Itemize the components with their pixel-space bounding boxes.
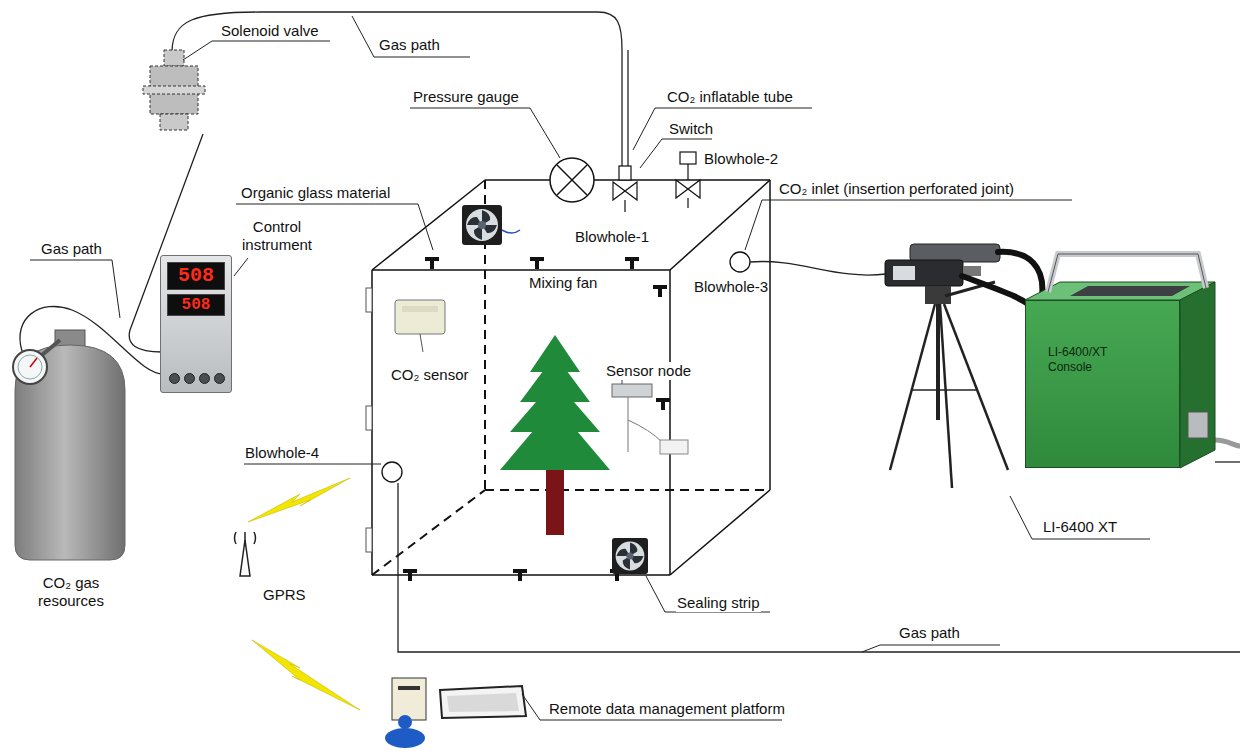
part-label: Mixing fan bbox=[528, 274, 598, 292]
part-label: Pressure gauge bbox=[412, 88, 520, 106]
part-label: Blowhole-3 bbox=[693, 278, 769, 296]
panel-button bbox=[184, 373, 195, 384]
part-label: LI-6400 XT bbox=[1042, 518, 1118, 536]
gas-path-line bbox=[20, 12, 1240, 652]
part-label: Blowhole-4 bbox=[244, 444, 320, 462]
part-label: Gas path bbox=[40, 240, 103, 258]
hinge bbox=[366, 288, 372, 552]
sample-tube bbox=[750, 262, 886, 276]
switch-valve bbox=[613, 166, 637, 212]
gprs-antenna bbox=[235, 532, 256, 576]
sensor-node bbox=[612, 372, 688, 454]
part-label: Gas path bbox=[898, 624, 961, 642]
device-label: LI-6400/XT Console bbox=[1048, 345, 1130, 375]
tree bbox=[500, 335, 610, 535]
blowhole-valve bbox=[676, 152, 700, 208]
leader-line bbox=[30, 16, 1150, 720]
console-face: LI-6400/XT Console bbox=[1025, 300, 1180, 468]
solenoid-valve bbox=[143, 50, 205, 130]
part-label: Blowhole-2 bbox=[703, 150, 779, 168]
part-label: Control instrument bbox=[236, 218, 318, 254]
gas-cylinder bbox=[13, 330, 125, 560]
li6400-sensor-head bbox=[885, 244, 1000, 304]
control-instrument-panel: 508508 bbox=[160, 255, 232, 393]
part-label: CO₂ sensor bbox=[390, 366, 470, 384]
tripod bbox=[890, 304, 1008, 488]
computer bbox=[385, 678, 526, 748]
part-label: Gas path bbox=[378, 36, 441, 54]
pressure-gauge bbox=[550, 158, 594, 202]
display-readout: 508 bbox=[167, 294, 225, 316]
part-label: CO₂ gas resources bbox=[22, 574, 120, 610]
part-label: GPRS bbox=[262, 586, 307, 604]
panel-button bbox=[199, 373, 210, 384]
part-label: CO₂ inflatable tube bbox=[666, 88, 794, 106]
co2-sensor bbox=[395, 300, 445, 352]
display-readout: 508 bbox=[167, 262, 225, 290]
part-label: Blowhole-1 bbox=[574, 228, 650, 246]
part-label: CO₂ inlet (insertion perforated joint) bbox=[778, 180, 1015, 198]
panel-button bbox=[169, 373, 180, 384]
part-label: Sealing strip bbox=[676, 594, 761, 612]
part-label: Solenoid valve bbox=[220, 22, 320, 40]
part-label: Organic glass material bbox=[240, 184, 391, 202]
chamber-frame bbox=[372, 180, 770, 575]
part-label: Remote data management platform bbox=[548, 700, 786, 718]
part-label: Sensor node bbox=[605, 362, 692, 380]
part-label: Switch bbox=[668, 120, 714, 138]
wireless-signal bbox=[248, 478, 360, 710]
console-body bbox=[1025, 254, 1215, 468]
panel-button bbox=[214, 373, 225, 384]
